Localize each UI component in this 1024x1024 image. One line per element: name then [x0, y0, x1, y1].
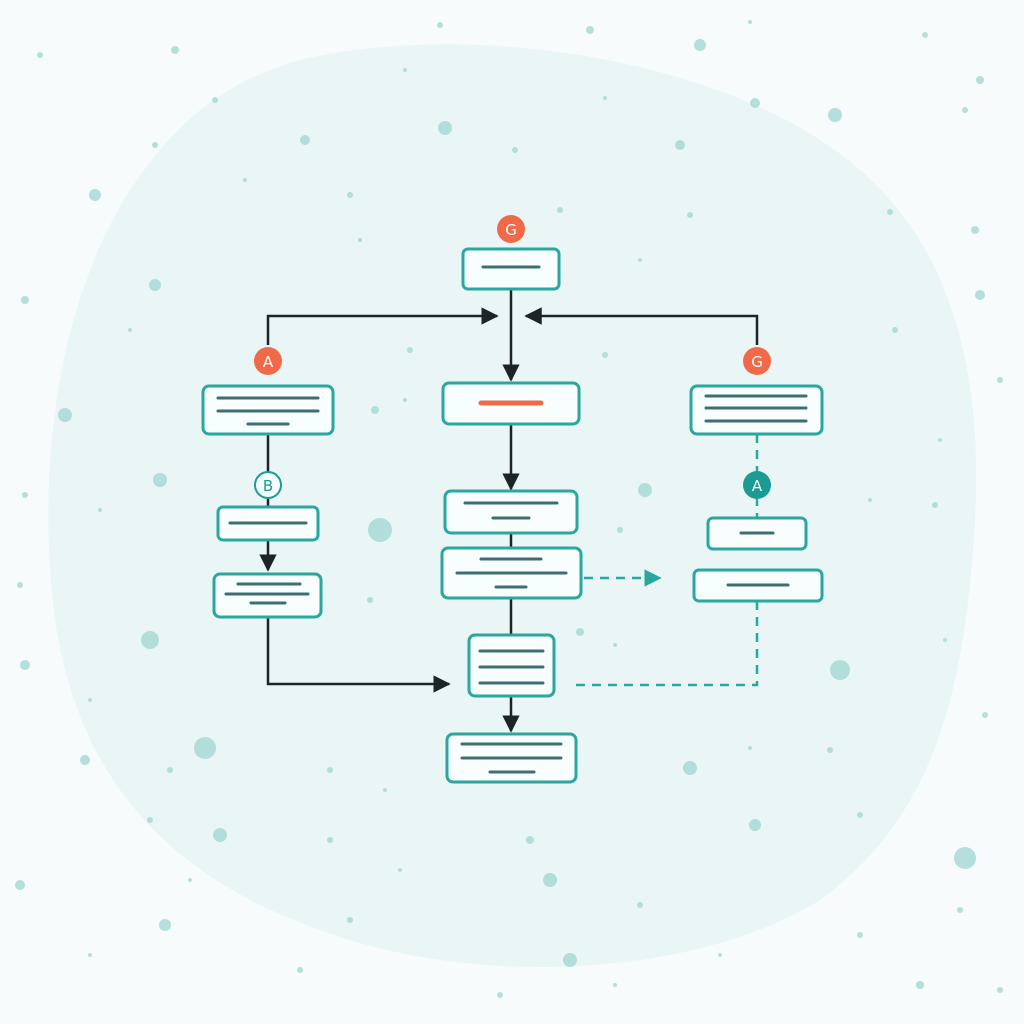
node-final	[445, 732, 578, 784]
marker-left: A	[254, 347, 282, 375]
marker-right-mid: A	[743, 471, 771, 499]
node-right-top	[689, 384, 824, 436]
node-center-wide	[440, 546, 583, 600]
marker-left-mid-label: B	[263, 477, 273, 495]
speckle-dots	[15, 20, 1003, 998]
node-right-small	[706, 516, 808, 551]
node-center-step	[443, 489, 579, 535]
marker-top: G	[497, 215, 525, 243]
node-right-bottom	[692, 568, 824, 603]
node-left-bottom	[212, 572, 323, 619]
connector-right-to-center	[524, 307, 759, 345]
node-left-small	[216, 505, 320, 542]
marker-left-mid: B	[254, 471, 282, 499]
dashed-connector-merge	[575, 601, 759, 687]
marker-top-label: G	[505, 221, 517, 239]
connector-lines	[259, 290, 759, 733]
marker-left-label: A	[263, 353, 274, 371]
marker-right-mid-label: A	[752, 477, 763, 495]
connector-left-to-merge	[266, 617, 451, 693]
node-main	[441, 381, 581, 426]
node-left-top	[201, 384, 335, 436]
dashed-connectors	[575, 434, 759, 687]
marker-right: G	[743, 347, 771, 375]
connector-left-to-center	[266, 307, 499, 345]
node-top	[461, 247, 561, 291]
node-merge	[467, 633, 556, 698]
marker-right-label: G	[751, 353, 763, 371]
